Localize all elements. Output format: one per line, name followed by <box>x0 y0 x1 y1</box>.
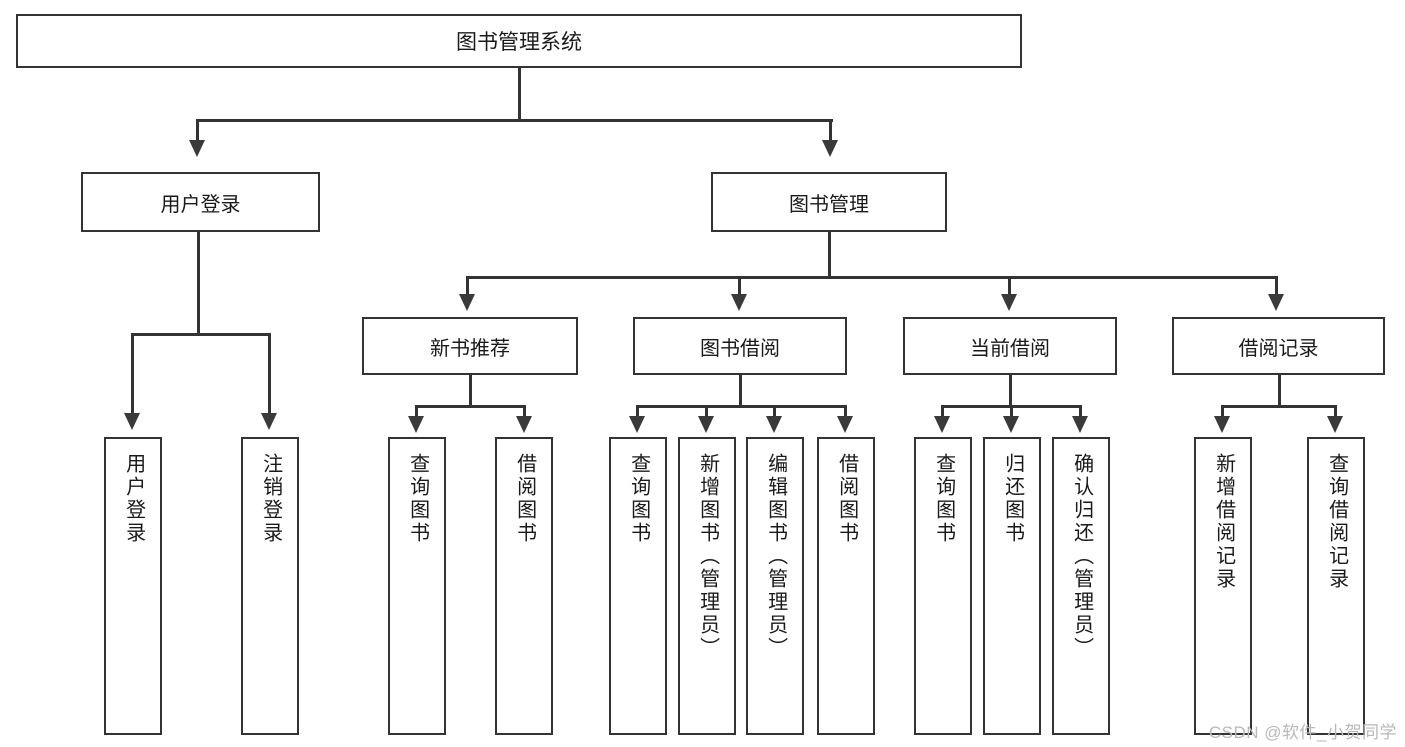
node-label: 借阅记录 <box>1238 337 1319 360</box>
leaf-label: 借阅图书 <box>835 453 858 545</box>
arrowhead-root-to-login <box>189 140 205 157</box>
connector-borrowrecord-stem <box>1278 375 1281 407</box>
leaf-label: 新增借阅记录 <box>1212 453 1235 591</box>
connector-currentborrow-stem <box>1009 375 1012 407</box>
connector-bookborrow-leaf4 <box>844 405 847 419</box>
arrowhead-login-leaf1 <box>124 413 140 430</box>
leaf-borrow-book-recommend[interactable]: 借阅图书 <box>495 437 553 735</box>
arrowhead-bookmgmt-to-current <box>1001 294 1017 311</box>
arrowhead-login-leaf2 <box>261 413 277 430</box>
connector-login-bar <box>131 333 270 336</box>
connector-bookmgmt-bar <box>466 276 1278 279</box>
leaf-confirm-return-admin[interactable]: 确认归还（管理员） <box>1052 437 1110 735</box>
node-current-borrow[interactable]: 当前借阅 <box>903 317 1117 375</box>
connector-currentborrow-leaf2 <box>1010 405 1013 419</box>
node-label: 图书管理系统 <box>456 31 582 54</box>
leaf-logout[interactable]: 注销登录 <box>241 437 299 735</box>
leaf-label: 编辑图书（管理员） <box>764 453 787 660</box>
connector-currentborrow-leaf3 <box>1079 405 1082 419</box>
leaf-label: 查询图书 <box>406 453 429 545</box>
node-borrow-record[interactable]: 借阅记录 <box>1172 317 1385 375</box>
arrowhead-borrowrecord-leaf1 <box>1214 416 1230 433</box>
leaf-label: 新增图书（管理员） <box>696 453 719 660</box>
leaf-label: 借阅图书 <box>513 453 536 545</box>
connector-bookmgmt-stem <box>828 232 831 278</box>
arrowhead-borrowrecord-leaf2 <box>1327 416 1343 433</box>
node-book-borrow[interactable]: 图书借阅 <box>633 317 847 375</box>
connector-bookmgmt-to-borrow <box>738 276 741 298</box>
leaf-label: 确认归还（管理员） <box>1070 453 1093 660</box>
connector-login-stem <box>197 232 200 336</box>
leaf-label: 用户登录 <box>122 453 145 545</box>
connector-bookborrow-leaf1 <box>636 405 639 419</box>
leaf-edit-book-admin[interactable]: 编辑图书（管理员） <box>746 437 804 735</box>
leaf-label: 归还图书 <box>1001 453 1024 545</box>
arrowhead-bookmgmt-to-new <box>459 294 475 311</box>
arrowhead-root-to-bookmgmt <box>822 140 838 157</box>
leaf-add-borrow-record[interactable]: 新增借阅记录 <box>1194 437 1252 735</box>
arrowhead-currentborrow-leaf2 <box>1003 416 1019 433</box>
node-root-system[interactable]: 图书管理系统 <box>16 14 1022 68</box>
node-new-book-recommend[interactable]: 新书推荐 <box>362 317 578 375</box>
arrowhead-bookborrow-leaf4 <box>837 416 853 433</box>
leaf-query-book-current[interactable]: 查询图书 <box>914 437 972 735</box>
arrowhead-newbook-leaf1 <box>408 416 424 433</box>
connector-root-to-bookmgmt <box>829 119 832 144</box>
connector-bookmgmt-to-record <box>1275 276 1278 298</box>
leaf-label: 查询借阅记录 <box>1325 453 1348 591</box>
arrowhead-currentborrow-leaf3 <box>1072 416 1088 433</box>
connector-root-bar <box>196 119 833 122</box>
leaf-borrow-book[interactable]: 借阅图书 <box>817 437 875 735</box>
leaf-label: 查询图书 <box>932 453 955 545</box>
connector-borrowrecord-leaf2 <box>1334 405 1337 419</box>
connector-login-leaf1 <box>131 333 134 417</box>
connector-newbook-leaf1 <box>415 405 418 419</box>
arrowhead-bookborrow-leaf1 <box>629 416 645 433</box>
arrowhead-bookborrow-leaf3 <box>766 416 782 433</box>
arrowhead-bookmgmt-to-record <box>1268 294 1284 311</box>
node-book-management[interactable]: 图书管理 <box>711 172 947 232</box>
connector-bookborrow-leaf2 <box>705 405 708 419</box>
node-label: 用户登录 <box>160 193 241 216</box>
leaf-query-borrow-record[interactable]: 查询借阅记录 <box>1307 437 1365 735</box>
leaf-label: 查询图书 <box>627 453 650 545</box>
csdn-watermark: CSDN @软件_小贺同学 <box>1208 723 1397 742</box>
connector-root-to-login <box>196 119 199 144</box>
arrowhead-bookmgmt-to-borrow <box>731 294 747 311</box>
node-label: 图书借阅 <box>700 337 780 360</box>
node-label: 图书管理 <box>789 193 869 216</box>
connector-bookborrow-stem <box>739 375 742 407</box>
leaf-query-book-recommend[interactable]: 查询图书 <box>388 437 446 735</box>
leaf-query-book-borrow[interactable]: 查询图书 <box>609 437 667 735</box>
connector-root-stem <box>518 68 521 120</box>
connector-borrowrecord-bar <box>1221 405 1337 408</box>
arrowhead-currentborrow-leaf1 <box>934 416 950 433</box>
leaf-user-login[interactable]: 用户登录 <box>104 437 162 735</box>
node-label: 当前借阅 <box>970 337 1050 360</box>
connector-bookborrow-bar <box>636 405 847 408</box>
node-label: 新书推荐 <box>430 337 510 360</box>
connector-borrowrecord-leaf1 <box>1221 405 1224 419</box>
arrowhead-newbook-leaf2 <box>516 416 532 433</box>
arrowhead-bookborrow-leaf2 <box>698 416 714 433</box>
connector-newbook-stem <box>469 375 472 407</box>
connector-bookborrow-leaf3 <box>773 405 776 419</box>
connector-bookmgmt-to-new <box>466 276 469 298</box>
connector-bookmgmt-to-current <box>1008 276 1011 298</box>
connector-login-leaf2 <box>268 333 271 417</box>
connector-currentborrow-leaf1 <box>941 405 944 419</box>
connector-newbook-leaf2 <box>523 405 526 419</box>
connector-newbook-bar <box>415 405 526 408</box>
leaf-add-book-admin[interactable]: 新增图书（管理员） <box>678 437 736 735</box>
leaf-return-book[interactable]: 归还图书 <box>983 437 1041 735</box>
leaf-label: 注销登录 <box>259 453 282 545</box>
node-user-login[interactable]: 用户登录 <box>81 172 320 232</box>
